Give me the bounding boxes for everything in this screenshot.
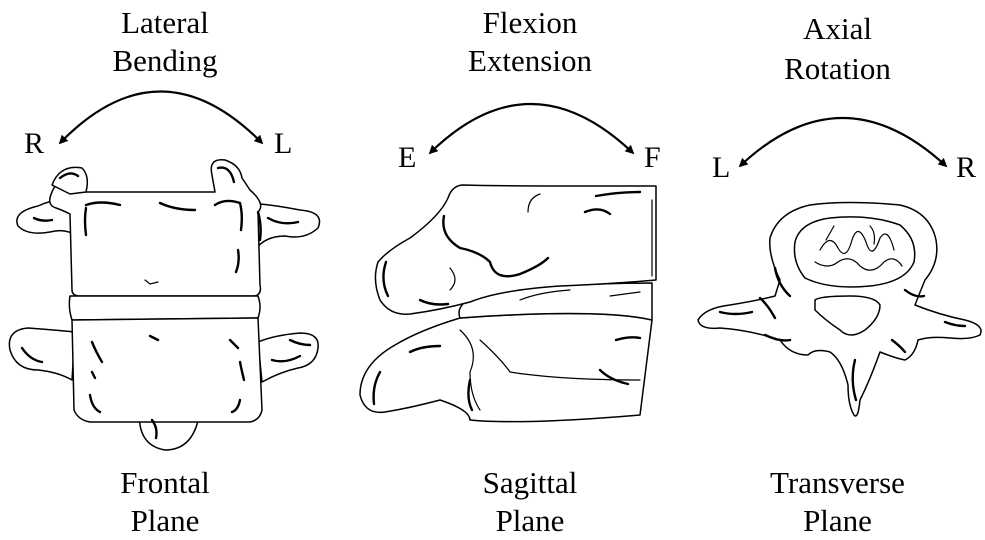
lateral-label-line2: Bending <box>0 44 330 78</box>
sagittal-plane-line2: Plane <box>370 504 690 538</box>
frontal-right-direction: L <box>274 128 292 160</box>
lateral-bending-arrow <box>60 92 262 144</box>
transverse-plane-line1: Transverse <box>690 466 985 500</box>
transverse-plane-line2: Plane <box>690 504 985 538</box>
frontal-plane-line1: Frontal <box>0 466 330 500</box>
flexion-label-line2: Extension <box>370 44 690 78</box>
frontal-left-direction: R <box>24 128 44 160</box>
transverse-plane-vertebra <box>698 203 981 417</box>
flexion-label-line1: Flexion <box>370 6 690 40</box>
transverse-left-direction: L <box>712 152 730 184</box>
frontal-plane-line2: Plane <box>0 504 330 538</box>
lateral-label-line1: Lateral <box>0 6 330 40</box>
axial-rotation-arrow <box>740 118 946 166</box>
sagittal-right-direction: F <box>644 142 661 174</box>
flexion-extension-arrow <box>430 104 633 153</box>
sagittal-plane-line1: Sagittal <box>370 466 690 500</box>
axial-label-line2: Rotation <box>690 52 985 86</box>
transverse-right-direction: R <box>956 152 976 184</box>
axial-label-line1: Axial <box>690 12 985 46</box>
sagittal-left-direction: E <box>398 142 416 174</box>
sagittal-plane-vertebrae <box>360 185 656 422</box>
frontal-plane-vertebrae <box>9 160 319 450</box>
